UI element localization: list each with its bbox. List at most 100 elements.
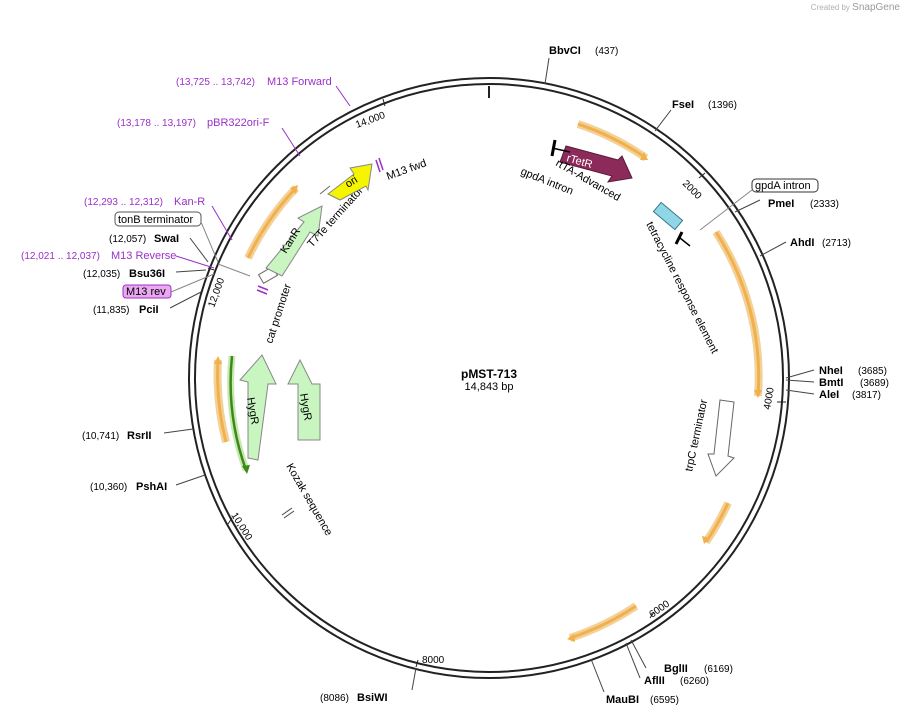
m13rev-mark-2 — [256, 289, 268, 295]
hygr-arrow-2 — [287, 358, 321, 441]
bbvci-line — [544, 57, 550, 85]
hygr-arrow-1 — [239, 354, 277, 461]
m13rev-leader — [170, 273, 215, 293]
kozak-mark-1 — [281, 507, 293, 516]
primer-kanr: Kan-R — [174, 196, 205, 208]
enzyme-lines — [163, 57, 815, 693]
primer-pbr322ori: pBR322ori-F — [207, 117, 270, 129]
bsu36i-line — [175, 269, 207, 273]
enzyme-pmei: PmeI — [768, 198, 794, 210]
enzyme-fsei-pos: (1396) — [708, 100, 737, 111]
m13rev-mark-1 — [257, 285, 269, 291]
enzyme-pshai: PshAI — [136, 481, 167, 493]
kozak-mark-2 — [283, 510, 295, 519]
trpc-feature: trpC terminator — [683, 398, 735, 477]
gpda-box — [751, 178, 819, 193]
gpda-leader — [699, 189, 753, 231]
hygr-arc-head — [242, 465, 250, 474]
m13fwd-mark-2 — [378, 157, 384, 171]
pshai-line — [175, 474, 206, 486]
tonb-label: tonB terminator — [118, 214, 194, 226]
pcii-line — [169, 291, 202, 309]
orf-arc-2-head — [754, 390, 762, 398]
tre-mark — [674, 231, 684, 245]
bglii-line — [630, 639, 647, 669]
aflii-line — [625, 642, 641, 679]
plasmid-size: 14,843 bp — [465, 381, 514, 393]
enzyme-bsu36i: Bsu36I — [129, 268, 165, 280]
enzyme-maubi-pos: (6595) — [650, 695, 679, 706]
enzyme-rsrii-pos: (10,741) — [82, 431, 119, 442]
alei-line — [785, 389, 815, 395]
enzyme-bsu36i-pos: (12,035) — [83, 269, 120, 280]
hygr-arc — [229, 355, 248, 471]
enzyme-aflii-pos: (6260) — [680, 676, 709, 687]
primer-m13forward-pos: (13,725 .. 13,742) — [176, 77, 255, 88]
trpc-arrow — [707, 399, 735, 477]
boxed-labels: tonB terminator M13 rev gpdA intron — [114, 178, 819, 299]
plasmid-name: pMST-713 — [461, 367, 517, 381]
orf-arc-5-head — [214, 356, 222, 364]
tonb-box — [114, 211, 202, 227]
primer-kanr-pos: (12,293 .. 12,312) — [84, 197, 163, 208]
bmti-line — [785, 379, 815, 383]
maubi-line — [590, 658, 605, 693]
primer-lines — [175, 85, 351, 269]
nhei-line — [785, 369, 815, 379]
enzyme-bglii-pos: (6169) — [704, 664, 733, 675]
ori-label: ori — [343, 174, 360, 191]
hygr-features: HygR HygR — [239, 354, 321, 461]
tre-line — [679, 237, 691, 247]
orf-arc-6 — [246, 186, 298, 259]
kanr-primer-line — [211, 205, 233, 241]
orf-arc-3 — [704, 502, 730, 543]
enzyme-nhei: NheI — [819, 365, 843, 377]
enzyme-bbvci: BbvCI — [549, 45, 581, 57]
m13fwd-mark-1 — [375, 159, 381, 173]
enzyme-pshai-pos: (10,360) — [90, 482, 127, 493]
tick-4000: 4000 — [762, 386, 777, 410]
tick-12000: 12,000 — [206, 276, 227, 309]
enzyme-alei-pos: (3817) — [852, 390, 881, 401]
ori-arrow — [327, 163, 373, 201]
enzyme-bsiwi: BsiWI — [357, 692, 388, 704]
enzyme-maubi: MauBI — [606, 694, 639, 706]
m13reverse-line — [175, 255, 215, 269]
backbone-outer — [188, 77, 790, 679]
enzyme-bbvci-pos: (437) — [595, 46, 618, 57]
orf-arc-5 — [216, 359, 228, 443]
tick-2000: 2000 — [680, 178, 704, 202]
tre-feature: tetracycline response element — [643, 201, 720, 356]
gpda-box-label: gpdA intron — [755, 180, 811, 192]
primer-pbr322ori-pos: (13,178 .. 13,197) — [117, 118, 196, 129]
orf-arc-1-head — [640, 152, 648, 160]
ahdi-line — [759, 241, 787, 257]
gpda-intron-line — [551, 147, 571, 153]
snapgene-watermark: Created by SnapGene — [810, 2, 900, 13]
backbone-inner — [194, 83, 784, 673]
hygr-label-1: HygR — [244, 396, 261, 425]
enzyme-fsei: FseI — [672, 99, 694, 111]
enzyme-ahdi-pos: (2713) — [822, 238, 851, 249]
cat-promoter-label: cat promoter — [263, 282, 294, 345]
primer-labels: (13,725 .. 13,742) M13 Forward (13,178 .… — [21, 76, 332, 262]
t7te-mark — [319, 185, 331, 195]
region-12000-marks — [217, 263, 269, 295]
tre-box — [652, 201, 684, 231]
kozak-feature: Kozak sequence — [281, 462, 334, 538]
enzyme-swai: SwaI — [154, 233, 179, 245]
enzyme-nhei-pos: (3685) — [858, 366, 887, 377]
enzyme-swai-pos: (12,057) — [109, 234, 146, 245]
rsrii-line — [163, 428, 194, 434]
enzyme-rsrii: RsrII — [127, 430, 151, 442]
primer-m13reverse-pos: (12,021 .. 12,037) — [21, 251, 100, 262]
orf-arc-4-head — [567, 634, 575, 642]
orf-arc-3-head — [702, 536, 710, 544]
enzyme-bsiwi-pos: (8086) — [320, 693, 349, 704]
rtetr-arrow — [559, 145, 633, 183]
cat-promoter-feature: cat promoter — [257, 265, 294, 345]
tick-8000: 8000 — [422, 655, 445, 666]
enzyme-bmti-pos: (3689) — [860, 378, 889, 389]
pbr322ori-line — [281, 127, 301, 157]
tick-14000: 14,000 — [354, 110, 387, 131]
